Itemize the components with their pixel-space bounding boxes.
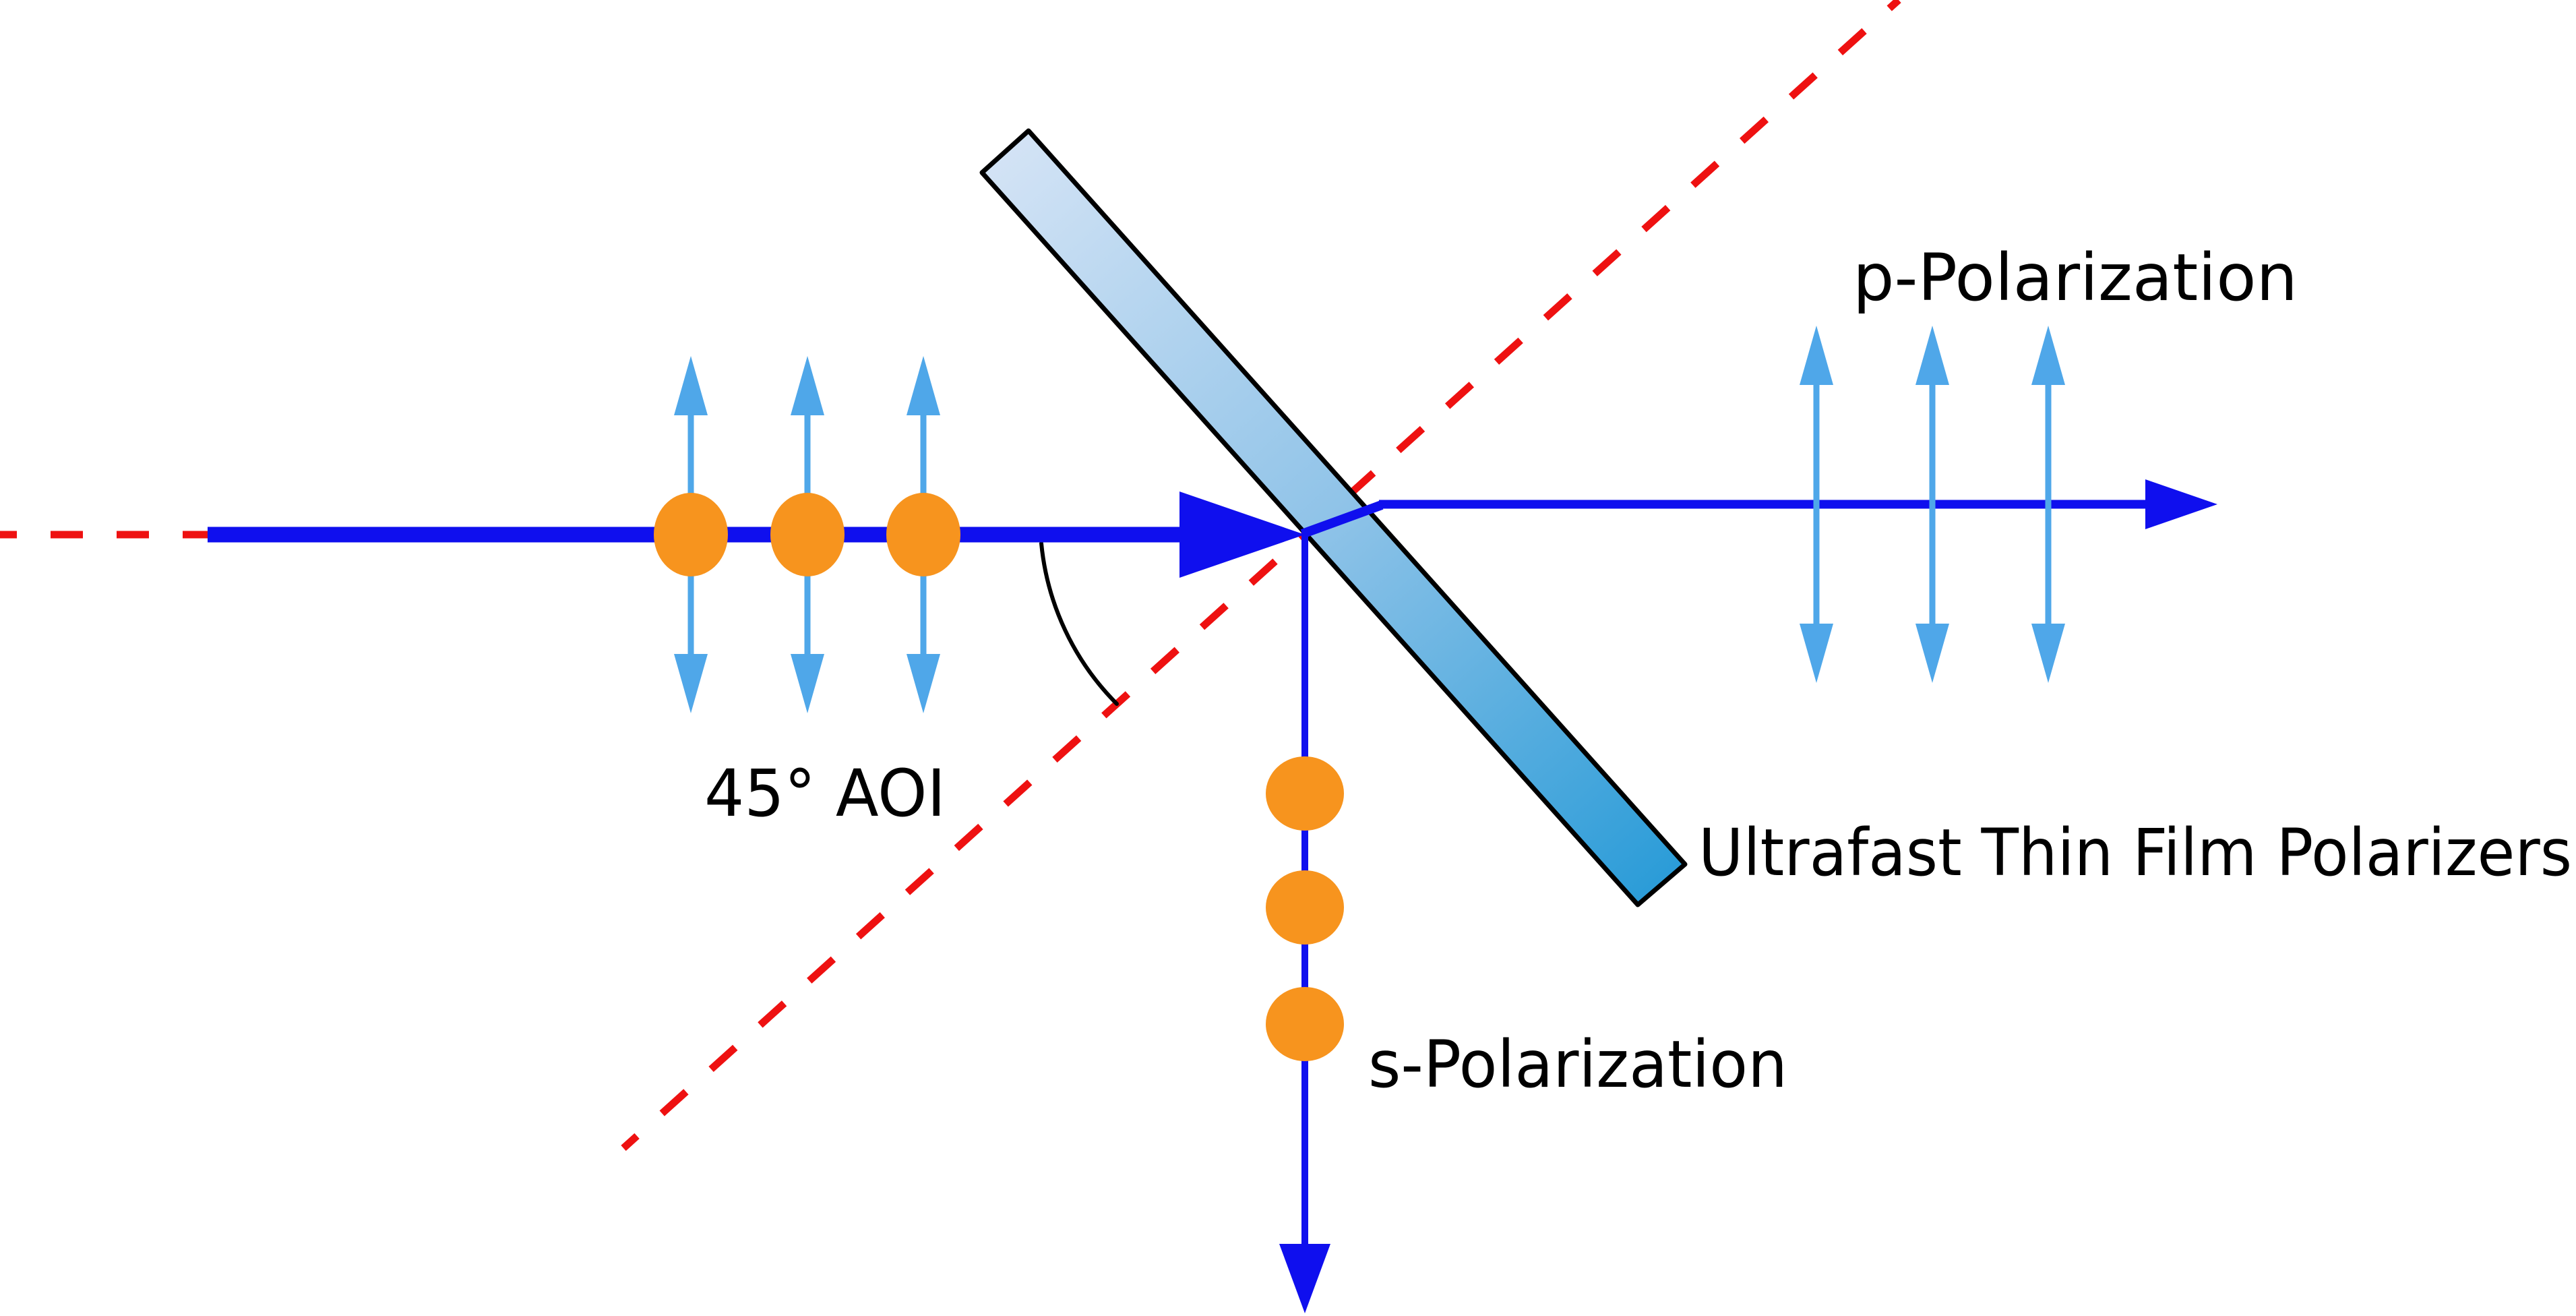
transmitted-beam-arrowhead: [2145, 479, 2217, 529]
s-polarization-dot: [1266, 756, 1344, 831]
aoi-label: 45° AOI: [704, 756, 946, 831]
s-polarization-dot: [770, 493, 845, 576]
surface-normal-dashed-line: [621, 0, 1901, 1152]
s-polarization-dot: [654, 493, 728, 576]
s-polarization-dot: [1266, 870, 1344, 945]
polarizer-title-label: Ultrafast Thin Film Polarizers: [1698, 815, 2572, 891]
s-polarization-dot: [886, 493, 960, 576]
s-polarization-label: s-Polarization: [1368, 1027, 1787, 1102]
aoi-angle-arc: [1039, 541, 1119, 706]
s-polarization-dot: [1266, 987, 1344, 1061]
incident-beam-arrowhead: [1179, 491, 1305, 578]
incident-s-dots: [654, 493, 960, 576]
transmitted-beam: [1379, 479, 2217, 529]
p-polarization-label: p-Polarization: [1853, 240, 2298, 316]
refracted-segment: [1300, 500, 1384, 539]
reflected-s-dots: [1266, 756, 1344, 1061]
reflected-beam-arrowhead: [1279, 1244, 1330, 1313]
